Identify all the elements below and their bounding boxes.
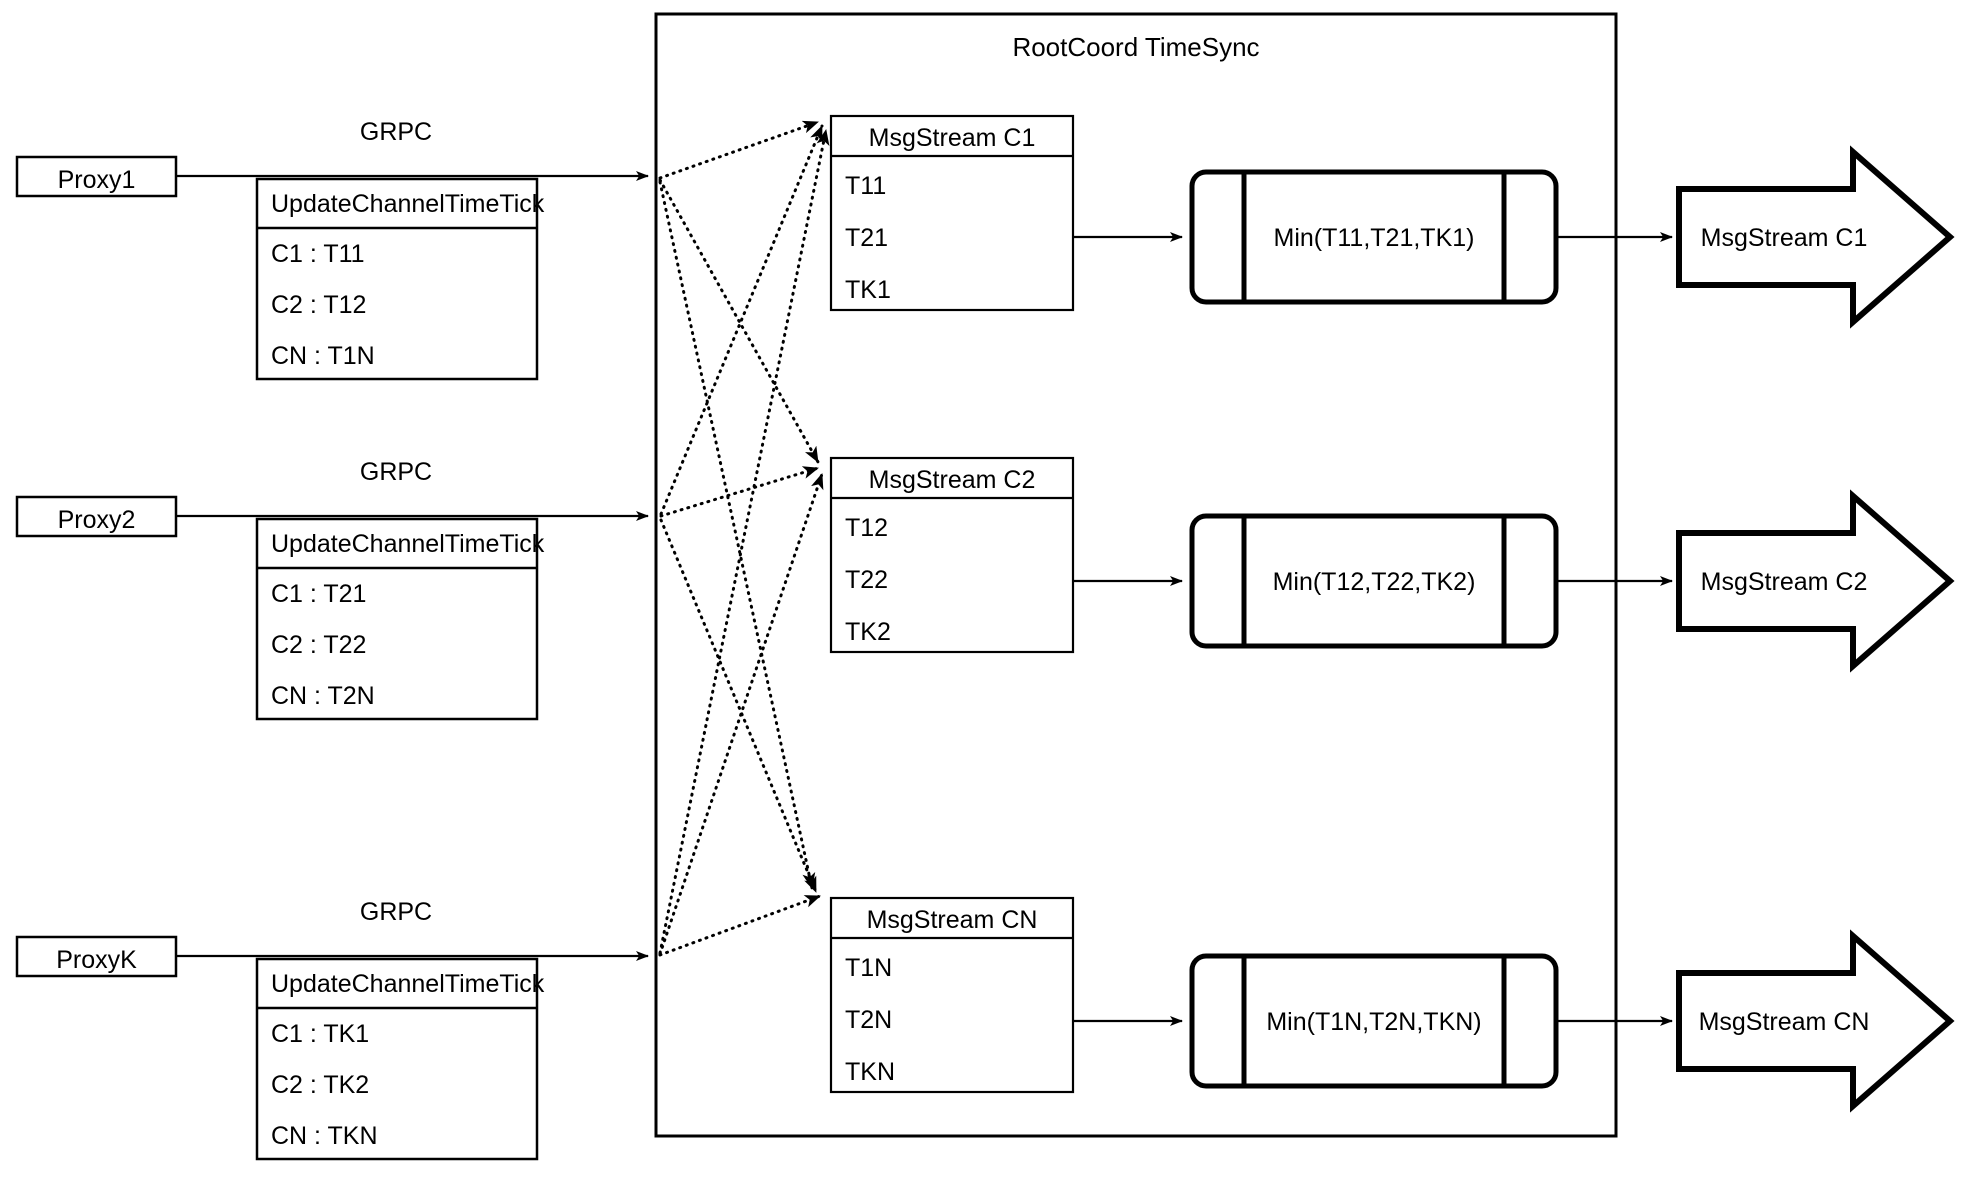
msgstream-box-2 — [829, 456, 1075, 654]
output-block-arrow-1 — [1676, 145, 1955, 329]
rpc-box-group-2 — [255, 517, 539, 721]
rpc-box-group-1 — [255, 177, 539, 381]
rootcoord-container-border — [654, 12, 1618, 1138]
min-box-1 — [1189, 169, 1559, 305]
rpc-box-group-3 — [255, 957, 539, 1161]
msgstream-box-1 — [829, 114, 1075, 312]
output-block-arrow-2 — [1676, 489, 1955, 673]
dotted-link-pk-cn — [658, 894, 822, 957]
dotted-link-p2-c2 — [659, 466, 820, 518]
dotted-link-p2-cn — [659, 518, 818, 894]
msgstream-box-group-3 — [829, 896, 1075, 1094]
dotted-link-pk-c1 — [658, 128, 830, 955]
msgstream-box-group-1 — [829, 114, 1075, 312]
rpc-box-3 — [255, 957, 539, 1161]
dotted-link-p2-c1 — [659, 124, 824, 516]
rpc-box-1 — [255, 177, 539, 381]
min-box-group-1 — [1189, 169, 1559, 305]
min-box-2 — [1189, 513, 1559, 649]
dotted-link-pk-c2 — [658, 472, 824, 956]
output-block-arrow-3 — [1676, 929, 1955, 1113]
dotted-link-p1-c2 — [658, 178, 820, 464]
dotted-fanout-group — [658, 120, 830, 957]
min-box-3 — [1189, 953, 1559, 1089]
min-box-group-3 — [1189, 953, 1559, 1089]
msgstream-box-group-2 — [829, 456, 1075, 654]
min-box-group-2 — [1189, 513, 1559, 649]
dotted-link-p1-c1 — [658, 120, 820, 180]
rpc-box-2 — [255, 517, 539, 721]
proxy-box-3 — [15, 935, 178, 978]
proxy-box-2 — [15, 495, 178, 538]
dotted-link-p1-cn — [658, 180, 816, 890]
msgstream-box-3 — [829, 896, 1075, 1094]
proxy-box-1 — [15, 155, 178, 198]
